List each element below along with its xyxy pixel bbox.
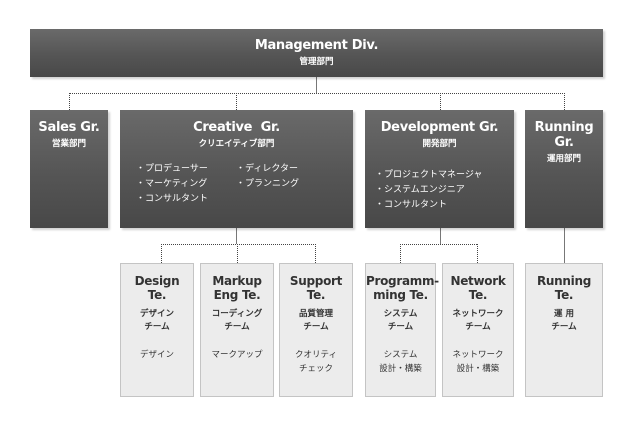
team-desc-line1: デザイン bbox=[139, 350, 174, 360]
connector-running-down bbox=[564, 228, 565, 263]
team-subtitle-line1: 品質管理 bbox=[298, 309, 333, 319]
team-desc-line1: クオリティ bbox=[295, 350, 337, 360]
connector-design bbox=[161, 244, 162, 263]
team-title-line2: ming Te. bbox=[373, 288, 428, 302]
team-subtitle-line2: チーム bbox=[465, 322, 491, 332]
role-item: ディレクター bbox=[236, 162, 299, 177]
connector-groups-horizontal bbox=[69, 93, 565, 94]
team-subtitle-line2: チーム bbox=[551, 322, 577, 332]
team-title-line1: Running bbox=[536, 274, 591, 288]
role-item: システムエンジニア bbox=[375, 183, 482, 198]
creative-roles-left: プロデューサー マーケティング コンサルタント bbox=[136, 162, 208, 207]
role-item: コンサルタント bbox=[375, 198, 482, 213]
creative-roles-right: ディレクター プランニング bbox=[236, 162, 299, 192]
role-item: コンサルタント bbox=[136, 192, 208, 207]
role-item: プロデューサー bbox=[136, 162, 208, 177]
connector-development bbox=[440, 93, 441, 110]
team-title-line2: Te. bbox=[554, 288, 574, 302]
connector-markup bbox=[237, 244, 238, 263]
creative-group-title: Creative Gr. bbox=[193, 120, 280, 135]
running-group-subtitle: 運用部門 bbox=[546, 154, 581, 164]
programming-team-box: Programm-ming Te. システムチーム システム設計・構築 bbox=[365, 263, 439, 397]
running-group-title: Running Gr. bbox=[534, 120, 594, 150]
connector-sales bbox=[69, 93, 70, 110]
team-subtitle-line1: コーディング bbox=[211, 309, 263, 319]
creative-group-subtitle: クリエイティブ部門 bbox=[198, 139, 275, 149]
team-subtitle-line2: チーム bbox=[144, 322, 170, 332]
team-title-line2: Te. bbox=[306, 288, 326, 302]
management-title: Management Div. bbox=[254, 38, 379, 53]
team-subtitle-line2: チーム bbox=[387, 322, 414, 332]
sales-group-subtitle: 営業部門 bbox=[51, 139, 86, 149]
team-subtitle-line2: チーム bbox=[303, 322, 329, 332]
team-title-line1: Support bbox=[289, 274, 343, 288]
team-desc-line1: ネットワーク bbox=[452, 350, 504, 360]
team-title-line1: Network bbox=[450, 274, 506, 288]
connector-development-teams bbox=[400, 244, 477, 245]
development-roles: プロジェクトマネージャ システムエンジニア コンサルタント bbox=[375, 168, 482, 213]
management-subtitle: 管理部門 bbox=[299, 57, 334, 67]
sales-group-title: Sales Gr. bbox=[38, 120, 100, 135]
connector-network bbox=[477, 244, 478, 263]
team-subtitle-line1: 運 用 bbox=[554, 309, 574, 319]
role-item: プロジェクトマネージャ bbox=[375, 168, 482, 183]
team-title-line1: Markup bbox=[212, 274, 262, 288]
connector-creative-teams bbox=[161, 244, 316, 245]
connector-programming bbox=[400, 244, 401, 263]
team-desc-line2: 設計・構築 bbox=[456, 364, 500, 374]
team-subtitle-line1: デザイン bbox=[139, 309, 174, 319]
creative-group-box: Creative Gr. クリエイティブ部門 プロデューサー マーケティング コ… bbox=[120, 110, 353, 228]
development-group-subtitle: 開発部門 bbox=[422, 139, 457, 149]
connector-management-down bbox=[316, 77, 317, 93]
connector-development-down bbox=[440, 228, 441, 244]
team-desc-line2: チェック bbox=[298, 364, 333, 374]
development-group-title: Development Gr. bbox=[380, 120, 499, 135]
team-title-line1: Design bbox=[134, 274, 180, 288]
team-title-line2: Eng Te. bbox=[213, 288, 261, 302]
role-item: プランニング bbox=[236, 177, 299, 192]
team-subtitle-line2: チーム bbox=[224, 322, 250, 332]
role-item: マーケティング bbox=[136, 177, 208, 192]
team-title-line2: Te. bbox=[147, 288, 167, 302]
sales-group-box: Sales Gr. 営業部門 bbox=[30, 110, 108, 228]
team-subtitle-line1: システム bbox=[383, 309, 418, 319]
management-box: Management Div. 管理部門 bbox=[30, 29, 603, 77]
team-desc-line1: システム bbox=[383, 350, 418, 360]
team-title-line2: Te. bbox=[468, 288, 488, 302]
team-desc-line1: マークアップ bbox=[211, 350, 263, 360]
development-group-box: Development Gr. 開発部門 プロジェクトマネージャ システムエンジ… bbox=[365, 110, 514, 228]
running-group-box: Running Gr. 運用部門 bbox=[525, 110, 603, 228]
connector-creative-down bbox=[236, 228, 237, 244]
connector-creative bbox=[236, 93, 237, 110]
team-title-line1: Programm- bbox=[366, 274, 439, 288]
team-desc-line2: 設計・構築 bbox=[379, 364, 422, 374]
connector-support bbox=[315, 244, 316, 263]
team-subtitle-line1: ネットワーク bbox=[452, 309, 504, 319]
connector-running bbox=[564, 93, 565, 110]
